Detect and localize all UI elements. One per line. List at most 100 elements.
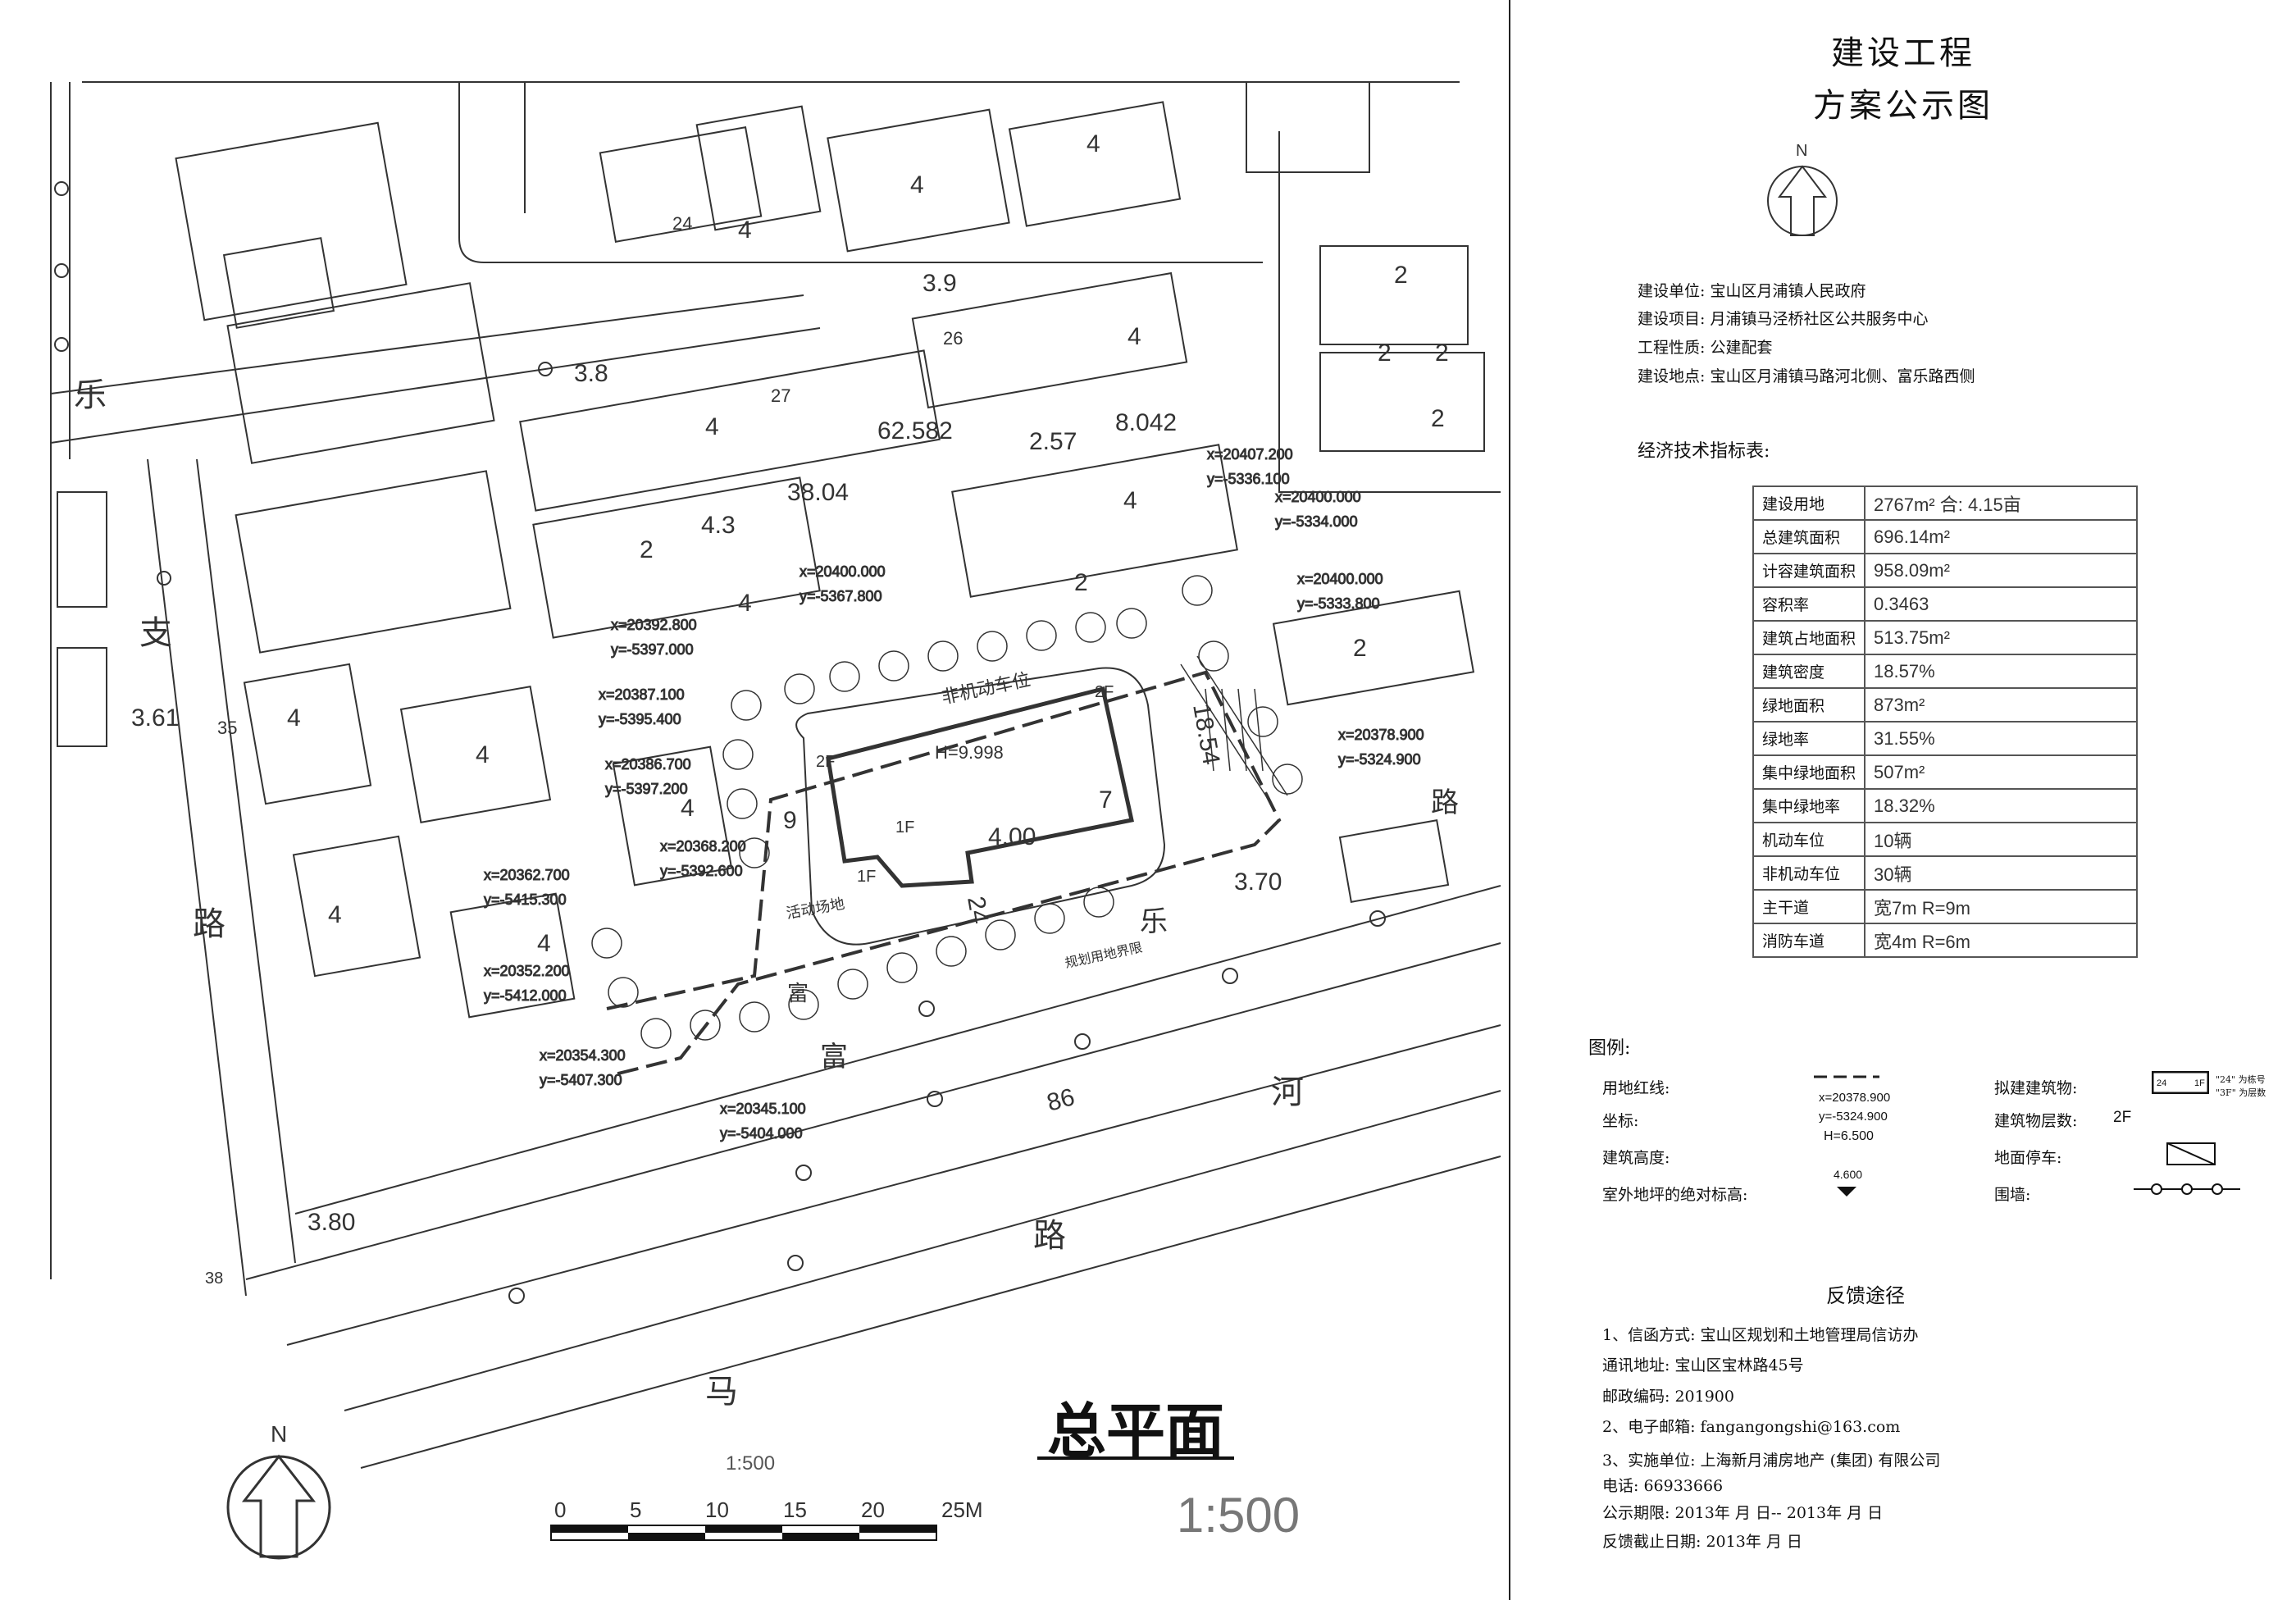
- legend-proposed-symbol: 24 1F: [2152, 1071, 2209, 1094]
- tech-value: 宽4m R=6m: [1864, 923, 2139, 958]
- feedback-line: 3、实施单位: 上海新月浦房地产 (集团) 有限公司: [1602, 1452, 1941, 1470]
- svg-text:20: 20: [861, 1497, 885, 1522]
- tech-value: 2767m² 合: 4.15亩: [1864, 485, 2139, 521]
- elevation-label: 3.61: [131, 704, 179, 732]
- road-name: 乐: [74, 376, 107, 414]
- tech-key: 集中绿地面积: [1752, 754, 1866, 790]
- tech-value: 873m²: [1864, 687, 2139, 723]
- legend-elev-value: 4.600: [1834, 1168, 1863, 1181]
- coord-x: x=20400.000: [800, 563, 886, 580]
- coord-x: x=20387.100: [599, 686, 685, 703]
- road-name: 路: [1431, 786, 1459, 819]
- tech-value: 18.32%: [1864, 788, 2139, 823]
- svg-text:24: 24: [2157, 1078, 2166, 1088]
- tech-value: 958.09m²: [1864, 553, 2139, 588]
- tech-key: 绿地面积: [1752, 687, 1866, 723]
- coord-x: x=20400.000: [1275, 489, 1361, 505]
- boundary-label: 规划用地界限: [1064, 939, 1144, 971]
- drawing-scale: 1:500: [1177, 1488, 1300, 1543]
- coord-x: x=20386.700: [605, 756, 691, 773]
- road-name: 富: [787, 982, 809, 1006]
- feedback-line: 2、电子邮箱: fangangongshi@163.com: [1602, 1418, 1901, 1436]
- coord-x: x=20354.300: [540, 1047, 626, 1064]
- legend-floors-label: 建筑物层数:: [1994, 1112, 2078, 1130]
- tech-table-row: 主干道宽7m R=9m: [1752, 889, 2139, 924]
- svg-text:25M: 25M: [941, 1497, 983, 1522]
- road-name: 河: [1271, 1074, 1304, 1111]
- tech-value: 10辆: [1864, 822, 2139, 857]
- svg-text:1F: 1F: [2194, 1078, 2205, 1088]
- tech-key: 建筑占地面积: [1752, 620, 1866, 655]
- dimension-label: 8.042: [1115, 409, 1177, 436]
- feedback-line: 公示期限: 2013年 月 日-- 2013年 月 日: [1602, 1504, 1884, 1522]
- elevation-label: 3.8: [574, 360, 608, 387]
- coord-y: y=-5367.800: [800, 588, 882, 604]
- coord-y: y=-5412.000: [484, 987, 567, 1004]
- legend-height-label: 建筑高度:: [1602, 1149, 1670, 1167]
- building-number: 4: [476, 741, 490, 768]
- dimension-label: 86: [1044, 1083, 1077, 1117]
- proposed-elevation: 4.00: [988, 823, 1036, 850]
- dimension-label: 9: [783, 807, 797, 834]
- parking-symbol-icon: [2166, 1142, 2216, 1165]
- legend-elev-label: 室外地坪的绝对标高:: [1602, 1186, 1748, 1204]
- building-number: 2: [640, 536, 654, 563]
- coord-y: y=-5395.400: [599, 711, 681, 727]
- building-id: 35: [217, 718, 237, 738]
- bicycle-parking-label: 非机动车位: [940, 670, 1032, 709]
- feedback-line: 邮政编码: 201900: [1602, 1388, 1734, 1406]
- coord-y: y=-5334.000: [1275, 513, 1358, 530]
- building-id: 24: [672, 213, 692, 234]
- proposed-height: H=9.998: [935, 742, 1004, 763]
- legend-proposed-label: 拟建建筑物:: [1994, 1079, 2078, 1097]
- north-label: N: [1796, 142, 1807, 160]
- coord-y: y=-5336.100: [1207, 471, 1290, 487]
- site-plan-drawing: 4 4 4 4 4 4 4 4 4 4 4 4 2 2 2 2 2 2 2 24…: [50, 81, 1501, 1560]
- building-number: 4: [1123, 487, 1137, 514]
- svg-text:15: 15: [783, 1497, 807, 1522]
- road-name: 路: [1033, 1217, 1066, 1255]
- info-unit: 建设单位: 宝山区月浦镇人民政府: [1638, 282, 1866, 300]
- feedback-line: 电话: 66933666: [1602, 1477, 1724, 1495]
- tech-value: 696.14m²: [1864, 519, 2139, 554]
- dimension-label: 2.57: [1029, 428, 1077, 455]
- coord-x: x=20345.100: [720, 1101, 806, 1117]
- dimension-label: 24: [962, 894, 993, 926]
- road-name: 富: [820, 1041, 848, 1074]
- north-arrow-icon: [226, 1454, 331, 1560]
- tech-key: 机动车位: [1752, 822, 1866, 857]
- scale-bar: 0 5 10 15 20 25M: [550, 1497, 983, 1541]
- tech-key: 非机动车位: [1752, 855, 1866, 891]
- tech-key: 绿地率: [1752, 721, 1866, 756]
- coord-x: x=20407.200: [1207, 446, 1293, 463]
- building-number: 4: [1086, 130, 1100, 157]
- tech-key: 主干道: [1752, 889, 1866, 924]
- floor-label: 2F: [1095, 683, 1114, 701]
- coord-y: y=-5404.000: [720, 1125, 803, 1142]
- building-number: 4: [287, 704, 301, 732]
- coord-x: x=20362.700: [484, 867, 570, 883]
- coord-y: y=-5407.300: [540, 1072, 622, 1088]
- feedback-title: 反馈途径: [1826, 1284, 1905, 1307]
- building-number: 4: [738, 590, 752, 617]
- coord-x: x=20352.200: [484, 963, 570, 979]
- building-number: 4: [910, 171, 924, 198]
- coord-x: x=20392.800: [611, 617, 697, 633]
- wall-symbol-icon: [2134, 1183, 2240, 1195]
- coord-x: x=20378.900: [1338, 727, 1424, 743]
- tech-value: 507m²: [1864, 754, 2139, 790]
- panel-divider: [1509, 0, 1510, 1600]
- elevation-marker-icon: [1837, 1187, 1856, 1197]
- tech-value: 513.75m²: [1864, 620, 2139, 655]
- tech-key: 集中绿地率: [1752, 788, 1866, 823]
- legend-coord-y: y=-5324.900: [1819, 1110, 1888, 1124]
- feedback-line: 通讯地址: 宝山区宝林路45号: [1602, 1356, 1804, 1374]
- tech-key: 消防车道: [1752, 923, 1866, 958]
- legend-redline-label: 用地红线:: [1602, 1079, 1670, 1097]
- building-number: 4: [537, 930, 551, 957]
